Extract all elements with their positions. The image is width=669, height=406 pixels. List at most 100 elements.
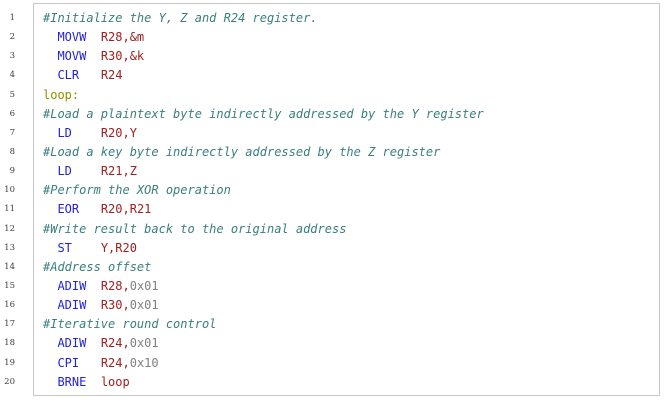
token-plain <box>72 164 101 178</box>
token-comment: #Initialize the Y, Z and R24 register. <box>43 11 318 25</box>
token-operand: R24, <box>100 336 130 351</box>
token-label: loop: <box>43 87 80 102</box>
token-keyword: LD <box>57 125 72 140</box>
code-line: MOVW R30,&k <box>43 47 484 66</box>
code-line: #Write result back to the original addre… <box>43 220 484 239</box>
token-operand: R24, <box>100 355 130 370</box>
code-line: LD R20,Y <box>43 124 484 143</box>
code-line: MOVW R28,&m <box>43 28 484 47</box>
token-operand: R21,Z <box>100 164 137 179</box>
token-comment: #Load a plaintext byte indirectly addres… <box>43 106 484 121</box>
code-line: #Iterative round control <box>43 315 484 334</box>
token-plain <box>43 336 57 350</box>
token-keyword: BRNE <box>57 374 87 389</box>
token-number: 0x01 <box>129 336 159 351</box>
token-plain <box>43 356 57 370</box>
line-number: 8 <box>9 146 15 157</box>
token-keyword: EOR <box>57 202 80 217</box>
line-number: 2 <box>9 32 15 43</box>
code-line: #Initialize the Y, Z and R24 register. <box>43 9 484 28</box>
token-plain <box>86 375 100 389</box>
code-line: #Load a key byte indirectly addressed by… <box>43 143 484 162</box>
token-operand: R30, <box>100 298 130 313</box>
token-operand: R20,R21 <box>100 202 152 217</box>
line-number: 20 <box>4 376 15 387</box>
token-plain <box>86 49 100 63</box>
token-comment: #Address offset <box>43 259 152 274</box>
code-line: #Address offset <box>43 258 484 277</box>
line-number: 10 <box>4 185 15 196</box>
line-number: 5 <box>9 89 15 100</box>
code-line: ADIW R28,0x01 <box>43 277 484 296</box>
line-number: 4 <box>9 70 15 81</box>
token-operand: Y,R20 <box>100 240 137 255</box>
token-keyword: ADIW <box>57 298 87 313</box>
token-operand: R30,&k <box>100 49 145 64</box>
token-plain <box>86 336 100 350</box>
token-plain <box>43 375 57 389</box>
token-keyword: ST <box>57 240 72 255</box>
token-keyword: MOVW <box>57 49 87 64</box>
code-line: ADIW R30,0x01 <box>43 296 484 315</box>
code-line: ADIW R24,0x01 <box>43 334 484 353</box>
line-number: 7 <box>9 127 15 138</box>
token-keyword: ADIW <box>57 278 87 293</box>
token-plain <box>43 241 57 255</box>
token-plain <box>43 279 57 293</box>
token-comment: #Iterative round control <box>43 317 217 332</box>
code-line: CLR R24 <box>43 66 484 85</box>
code-line: BRNE loop <box>43 373 484 392</box>
line-number: 18 <box>4 338 15 349</box>
line-number: 15 <box>4 280 15 291</box>
line-number: 3 <box>9 51 15 62</box>
code-line: ST Y,R20 <box>43 239 484 258</box>
code-line: EOR R20,R21 <box>43 200 484 219</box>
token-comment: #Load a key byte indirectly addressed by… <box>43 144 441 159</box>
line-number: 17 <box>4 319 15 330</box>
line-number: 12 <box>4 223 15 234</box>
line-number: 19 <box>4 357 15 368</box>
token-plain <box>43 202 57 216</box>
token-keyword: ADIW <box>57 336 87 351</box>
code-line: loop: <box>43 86 484 105</box>
token-operand: loop <box>100 374 130 389</box>
token-operand: R28,&m <box>100 30 145 45</box>
code-listing-frame <box>33 3 660 396</box>
code-line: LD R21,Z <box>43 162 484 181</box>
code-line: #Perform the XOR operation <box>43 181 484 200</box>
token-plain <box>79 356 101 370</box>
token-plain <box>79 202 101 216</box>
token-comment: #Write result back to the original addre… <box>43 221 347 236</box>
line-number: 9 <box>9 166 15 177</box>
token-number: 0x01 <box>129 278 159 293</box>
token-keyword: MOVW <box>57 30 87 45</box>
token-operand: R24 <box>100 68 123 83</box>
token-plain <box>43 126 57 140</box>
token-operand: R28, <box>100 278 130 293</box>
token-plain <box>43 164 57 178</box>
token-plain <box>72 241 101 255</box>
code-line: CPI R24,0x10 <box>43 354 484 373</box>
line-number: 1 <box>9 13 15 23</box>
code-area: #Initialize the Y, Z and R24 register. M… <box>43 3 484 392</box>
token-number: 0x01 <box>129 298 159 313</box>
token-number: 0x10 <box>129 355 159 370</box>
token-keyword: CLR <box>57 68 80 83</box>
line-number: 11 <box>4 204 15 215</box>
token-plain <box>43 68 57 82</box>
line-number: 14 <box>4 261 15 272</box>
token-plain <box>86 279 100 293</box>
token-plain <box>86 298 100 312</box>
token-plain <box>43 49 57 63</box>
line-number: 6 <box>9 108 15 119</box>
line-number: 16 <box>4 300 15 311</box>
token-plain <box>72 126 101 140</box>
token-comment: #Perform the XOR operation <box>43 183 231 198</box>
token-keyword: CPI <box>57 355 80 370</box>
token-plain <box>43 298 57 312</box>
code-line: #Load a plaintext byte indirectly addres… <box>43 105 484 124</box>
token-plain <box>86 30 100 44</box>
token-plain <box>43 30 57 44</box>
token-keyword: LD <box>57 164 72 179</box>
